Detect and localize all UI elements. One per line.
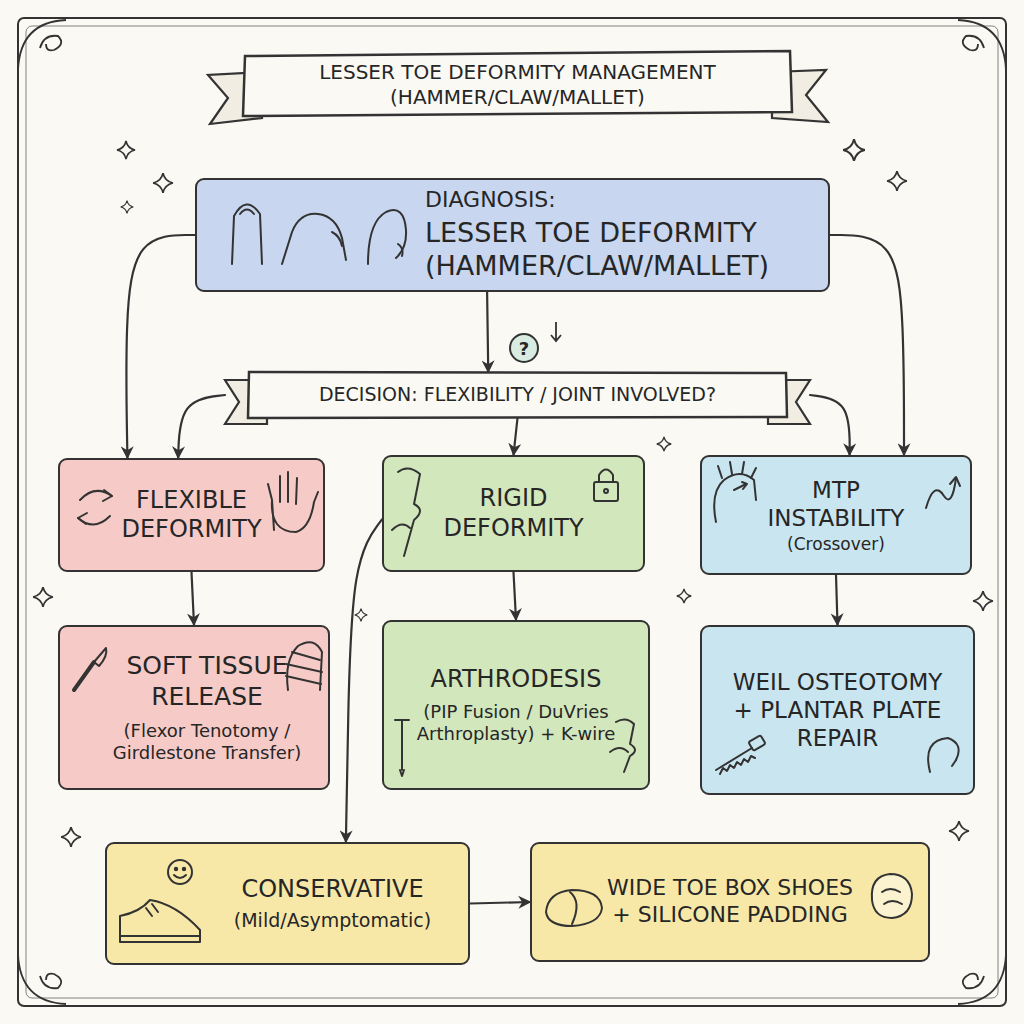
connector-arrow [178,395,225,458]
corner-curl [958,20,1006,70]
toe-nail [398,244,403,256]
question-circle [510,334,538,362]
star [153,173,173,193]
star [973,591,993,611]
connector-group [126,235,904,904]
node-heading: DECISION: FLEXIBILITY / JOINT INVOLVED? [319,383,716,406]
node-heading: SOFT TISSUE RELEASE [100,651,314,712]
bone-joint-icon [610,719,635,772]
small-arrow [551,322,561,341]
node-heading: WIDE TOE BOX SHOES + SILICONE PADDING [597,875,863,929]
star [949,821,969,841]
node-body: (Mild/Asymptomatic) [234,909,431,932]
toe-nail [240,210,254,215]
process-box: MTP INSTABILITY(Crossover) [700,455,972,575]
toe-hammer [282,214,346,264]
corner-curl [958,954,1006,1004]
smiley-icon [168,860,192,884]
connector-arrow [346,519,382,842]
k-wire-icon [395,720,409,776]
wrap-icon [286,642,322,690]
conservative-box: WIDE TOE BOX SHOES + SILICONE PADDING [530,842,930,962]
title-text: LESSER TOE DEFORMITY MANAGEMENT (HAMMER/… [245,60,790,110]
node-heading: FLEXIBLE DEFORMITY [118,486,265,545]
ribbon-band [248,372,787,418]
node-body: LESSER TOE DEFORMITY (HAMMER/CLAW/MALLET… [425,217,808,283]
treatment-box: SOFT TISSUE RELEASE (Flexor Tenotomy / Gi… [58,625,330,790]
foot-icon [714,462,756,522]
shoe-icon [120,900,200,942]
corner-curl [18,20,66,70]
toe-claw [368,210,406,264]
joint-icon [392,468,420,556]
node-heading: RIGID DEFORMITY [440,484,587,543]
title-ribbon [208,51,828,124]
squiggle-arrow [926,477,960,508]
toe-icons [232,204,406,264]
star [657,437,671,451]
flex-arrows-icon [78,490,112,525]
ribbon-band [243,51,792,116]
decision-banner: DECISION: FLEXIBILITY / JOINT INVOLVED? [225,372,810,418]
connector-arrow [126,235,195,458]
node-body: (Flexor Tenotomy / Girdlestone Transfer) [100,720,314,764]
node-heading: CONSERVATIVE [241,875,423,904]
suture-icon [928,738,959,772]
page-frame [18,18,1006,1006]
corner-curl [18,954,66,1004]
diagnosis-box: DIAGNOSIS: LESSER TOE DEFORMITY (HAMMER/C… [195,178,830,292]
toe-nail [332,232,342,246]
process-box: RIGID DEFORMITY [382,455,645,572]
slipper-icon [546,890,602,926]
node-heading: MTP INSTABILITY [760,476,912,532]
title-holder: LESSER TOE DEFORMITY MANAGEMENT (HAMMER/… [245,55,790,115]
process-box: FLEXIBLE DEFORMITY [58,458,325,572]
star [117,141,135,159]
star [33,587,53,607]
node-heading: DIAGNOSIS: [425,187,556,214]
scalpel-icon [74,648,106,690]
conservative-box: CONSERVATIVE (Mild/Asymptomatic) [105,842,470,965]
connector-arrow [514,572,517,620]
star [355,609,368,622]
connector-arrow [514,418,518,455]
saw-icon [716,735,766,774]
node-heading: WEIL OSTEOTOMY + PLANTAR PLATE REPAIR [722,668,953,752]
star [61,827,81,847]
node-body: (Crossover) [787,534,885,555]
star [677,589,691,603]
connector-arrow [192,572,195,625]
connector-arrow [830,235,904,455]
star [843,139,865,161]
toe-straight [232,204,262,264]
connector-arrow [836,575,838,625]
connector-arrow [487,292,488,372]
corner-curls [18,20,1006,1004]
connector-arrow [810,395,850,455]
node-heading: ARTHRODESIS [431,665,602,694]
treatment-box: WEIL OSTEOTOMY + PLANTAR PLATE REPAIR [700,625,975,795]
star [121,201,134,214]
hand-icon [268,472,318,532]
page-frame-inner [26,26,998,998]
question-mark: ? [510,334,538,362]
lock-icon [594,470,618,502]
node-body: (PIP Fusion / DuVries Arthroplasty) + K-… [414,701,618,745]
star [887,171,907,191]
connector-arrow [470,902,530,904]
treatment-box: ARTHRODESIS (PIP Fusion / DuVries Arthrop… [382,620,650,790]
silicone-pad-icon [872,874,912,918]
